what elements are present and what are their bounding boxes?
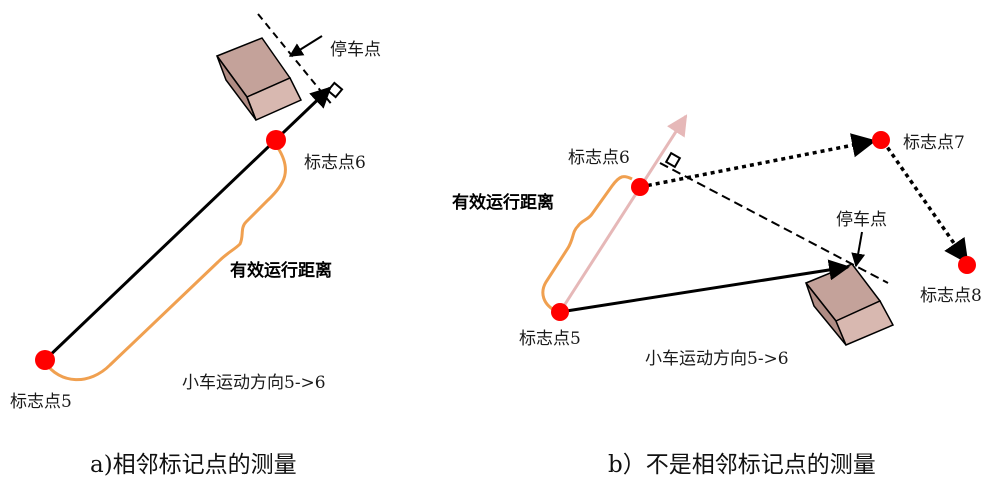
marker-6-label-b: 标志点6 [568,148,630,168]
stop-cube [215,37,303,122]
stop-cube-b [804,263,895,346]
caption-b: b）不是相邻标记点的测量 [608,452,876,478]
distance-label: 有效运行距离 [230,260,332,281]
stop-label-b: 停车点 [836,210,887,230]
direction-faded-arrow [558,114,688,313]
panel-b: 停车点 标志点6 标志点7 标志点8 标志点5 有效运行距离 小车运动方向5->… [452,114,982,478]
direction-label-b: 小车运动方向5->6 [645,349,789,369]
distance-brace-b [541,175,633,314]
caption-a: a)相邻标记点的测量 [90,452,297,478]
marker-5-dot [35,350,55,370]
marker-6-dot-b [631,178,649,196]
stop-pointer-arrow [288,35,323,57]
marker-7-label: 标志点7 [903,133,965,153]
marker-8-dot [958,256,976,274]
right-angle-marker-b [664,151,682,169]
path-5-to-stop [559,259,851,314]
marker-5-label-b: 标志点5 [519,329,581,349]
distance-brace [43,147,287,382]
distance-label-b: 有效运行距离 [452,192,554,213]
marker-5-label: 标志点5 [10,392,72,412]
marker-5-dot-b [551,303,569,321]
stop-pointer-arrow-b [851,231,866,268]
marker-6-label: 标志点6 [304,153,366,173]
path-7-to-8 [881,140,969,265]
marker-6-dot [266,130,286,150]
direction-label: 小车运动方向5->6 [182,373,326,393]
marker-8-label: 标志点8 [920,286,982,306]
marker-7-dot [872,131,890,149]
motion-path-arrow [43,86,332,362]
stop-label: 停车点 [330,40,381,60]
cube-front-face [835,300,895,346]
panel-a: 停车点 标志点6 标志点5 有效运行距离 小车运动方向5->6 a)相邻标记点的… [10,13,381,478]
